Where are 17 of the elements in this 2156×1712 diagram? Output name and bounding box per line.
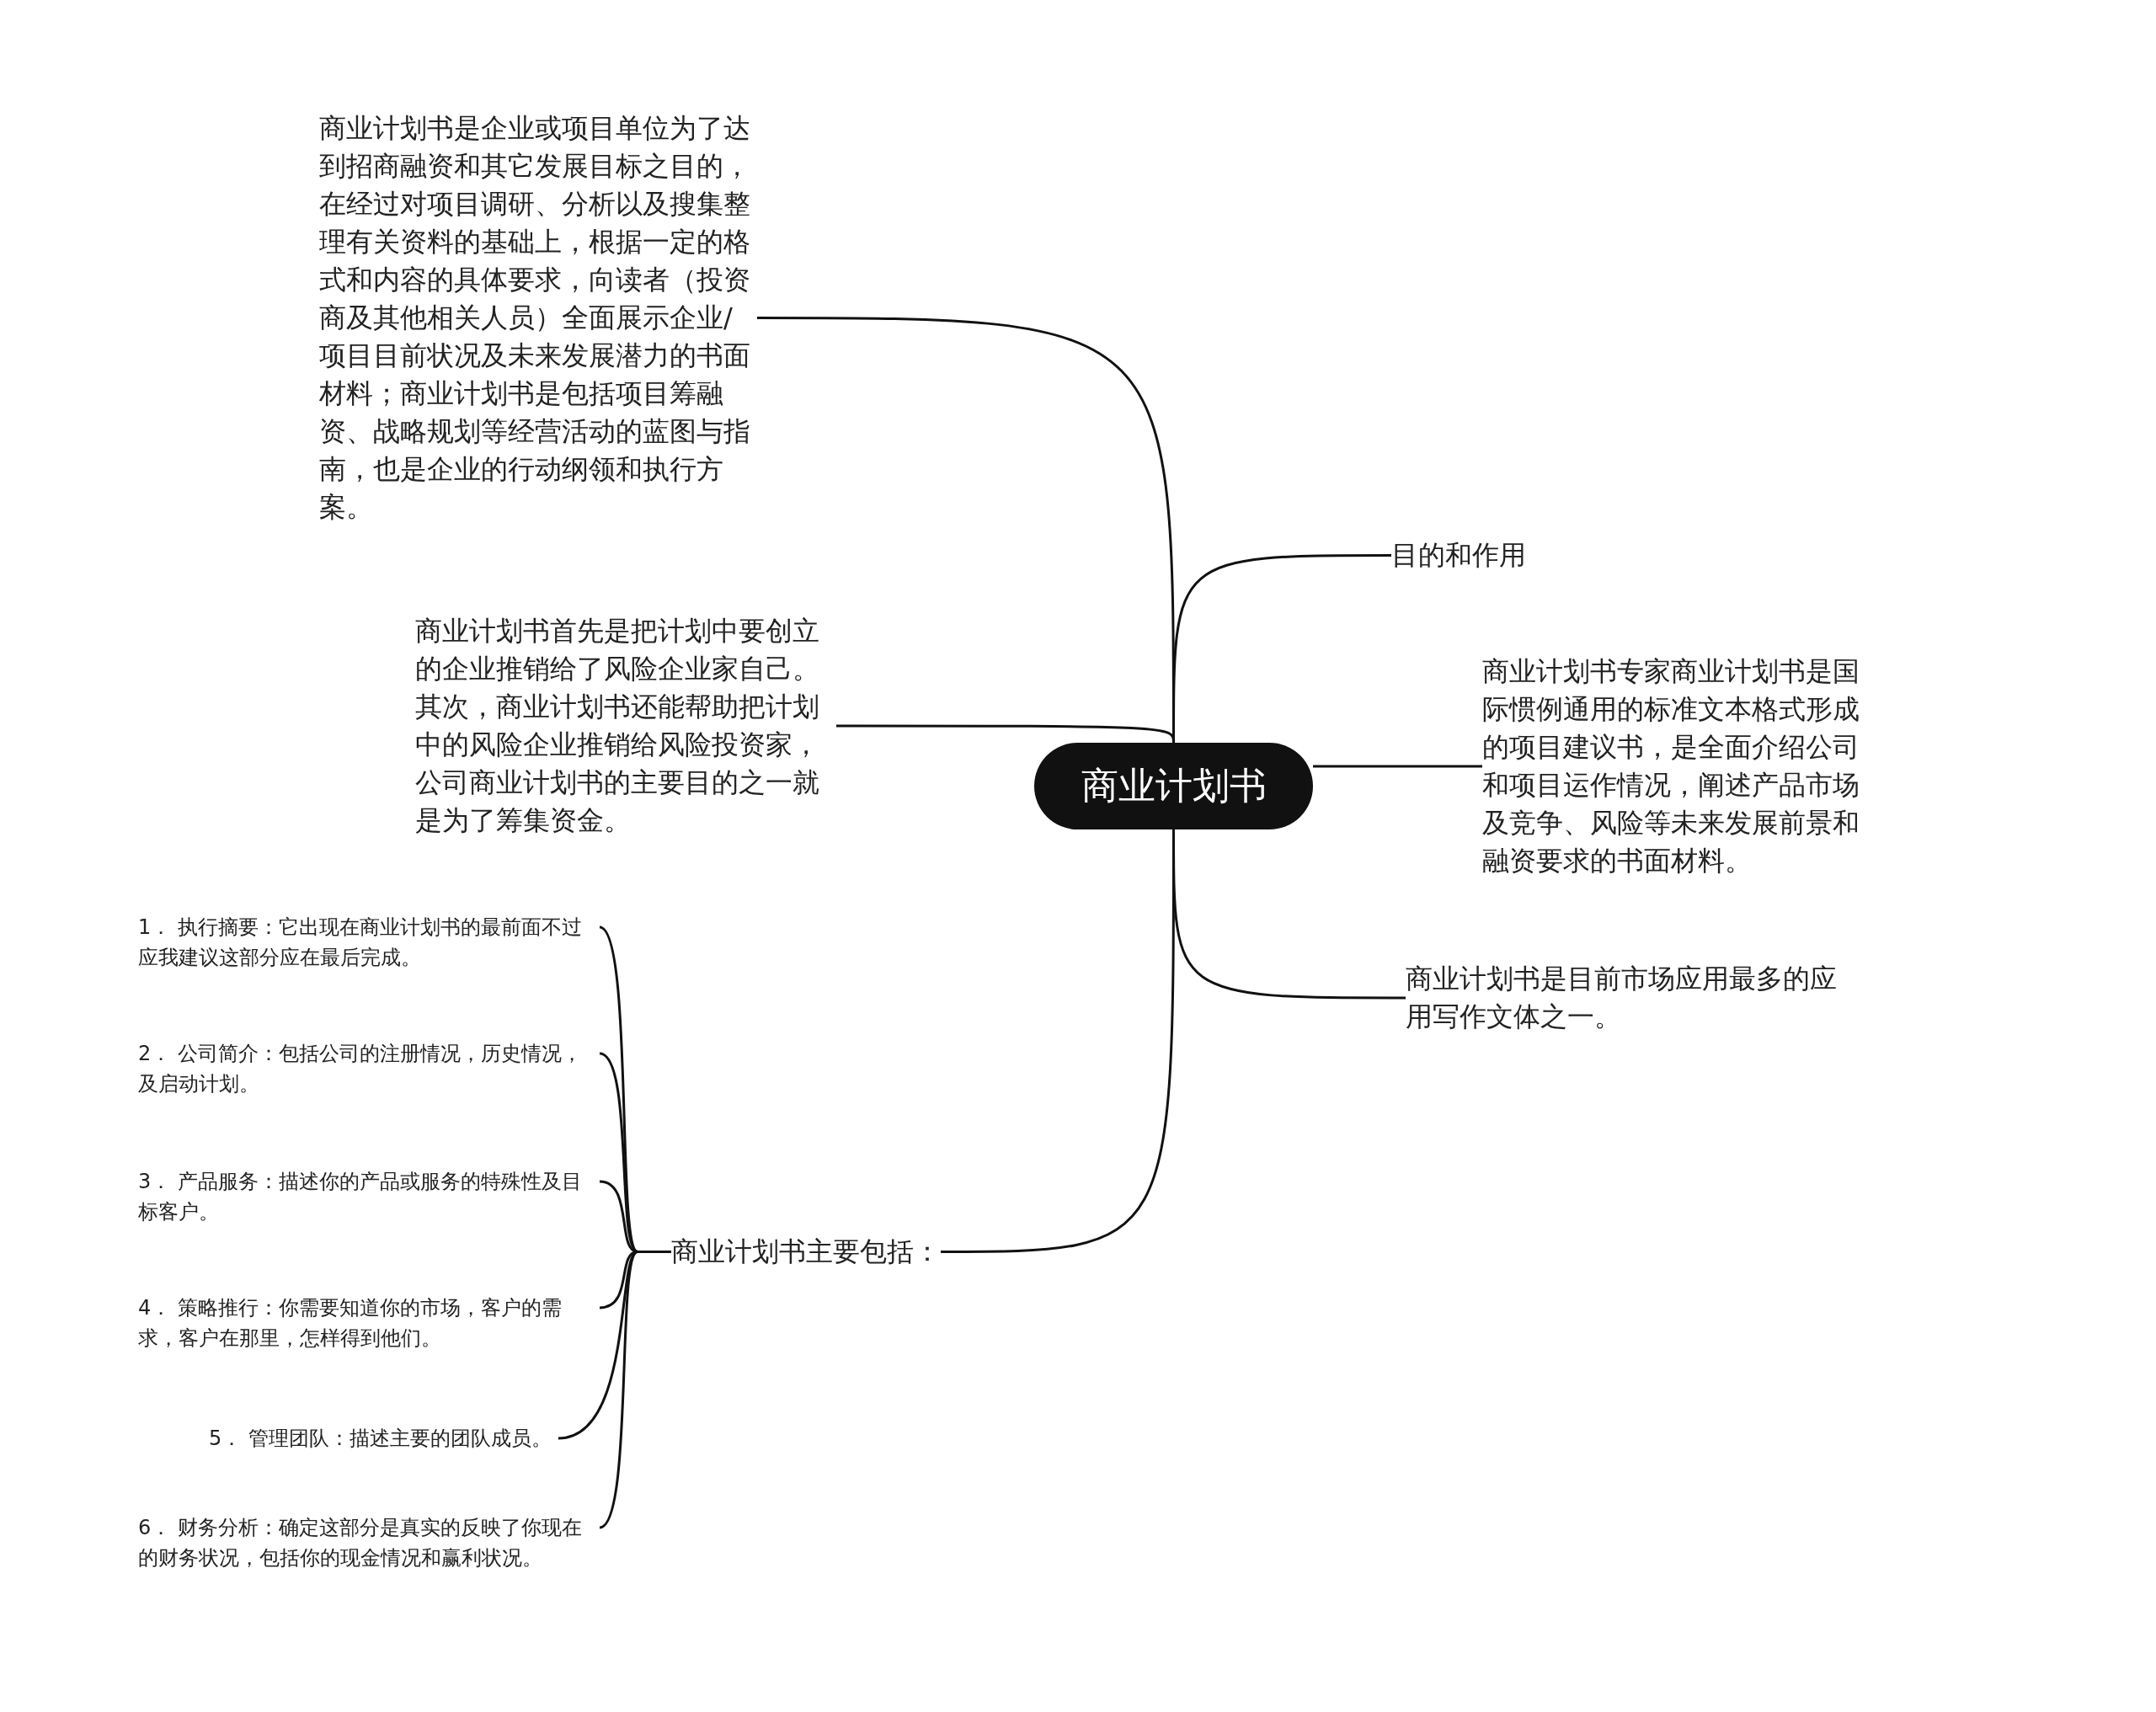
- central-topic: 商业计划书: [1034, 743, 1313, 829]
- connector-line: [1313, 765, 1482, 768]
- subtopic-text: 3． 产品服务：描述你的产品或服务的特殊性及目标客户。: [138, 1169, 583, 1225]
- subtopic-text: 4． 策略推行：你需要知道你的市场，客户的需求，客户在那里，怎样得到他们。: [138, 1295, 563, 1352]
- topic-text: 商业计划书主要包括：: [671, 1235, 941, 1269]
- topic-text: 商业计划书首先是把计划中要创立的企业推销给了风险企业家自己。其次，商业计划书还能帮助把计划中的风险企业推销给风险投资家，公司商业计划书的主要目的之一就是为了筹集资金。: [415, 614, 820, 838]
- connector-line: [1172, 554, 1391, 743]
- subtopic-text: 6． 财务分析：确定这部分是真实的反映了你现在的财务状况，包括你的现金情况和赢利状况。: [138, 1515, 583, 1571]
- subtopic-text: 1． 执行摘要：它出现在商业计划书的最前面不过应我建议这部分应在最后完成。: [138, 915, 583, 971]
- topic-text: 目的和作用: [1391, 538, 1526, 573]
- topic-text: 商业计划书是目前市场应用最多的应用写作文体之一。: [1406, 962, 1838, 1034]
- topic-text: 商业计划书是企业或项目单位为了达到招商融资和其它发展目标之目的，在经过对项目调研、分析以及搜集整理有关资料的基础上，根据一定的格式和内容的具体要求，向读者（投资商及其他相关人员）全面展示企业/项目目前状况及未来发展潜力的书面材料；商业计划书是包括项目筹融资、战略规划等经营活动的蓝图与指南，也是企业的行动纲领和执行方案。: [319, 111, 751, 525]
- subtopic-text: 2． 公司简介：包括公司的注册情况，历史情况，及启动计划。: [138, 1041, 583, 1097]
- connector-line: [1172, 829, 1406, 1000]
- subtopic-text: 5． 管理团队：描述主要的团队成员。: [209, 1426, 552, 1452]
- connector-line: [599, 1251, 671, 1529]
- topic-text: 商业计划书专家商业计划书是国际惯例通用的标准文本格式形成的项目建议书，是全面介绍公司和项目运作情况，阐述产品市场及竞争、风险等未来发展前景和融资要求的书面材料。: [1482, 654, 1860, 878]
